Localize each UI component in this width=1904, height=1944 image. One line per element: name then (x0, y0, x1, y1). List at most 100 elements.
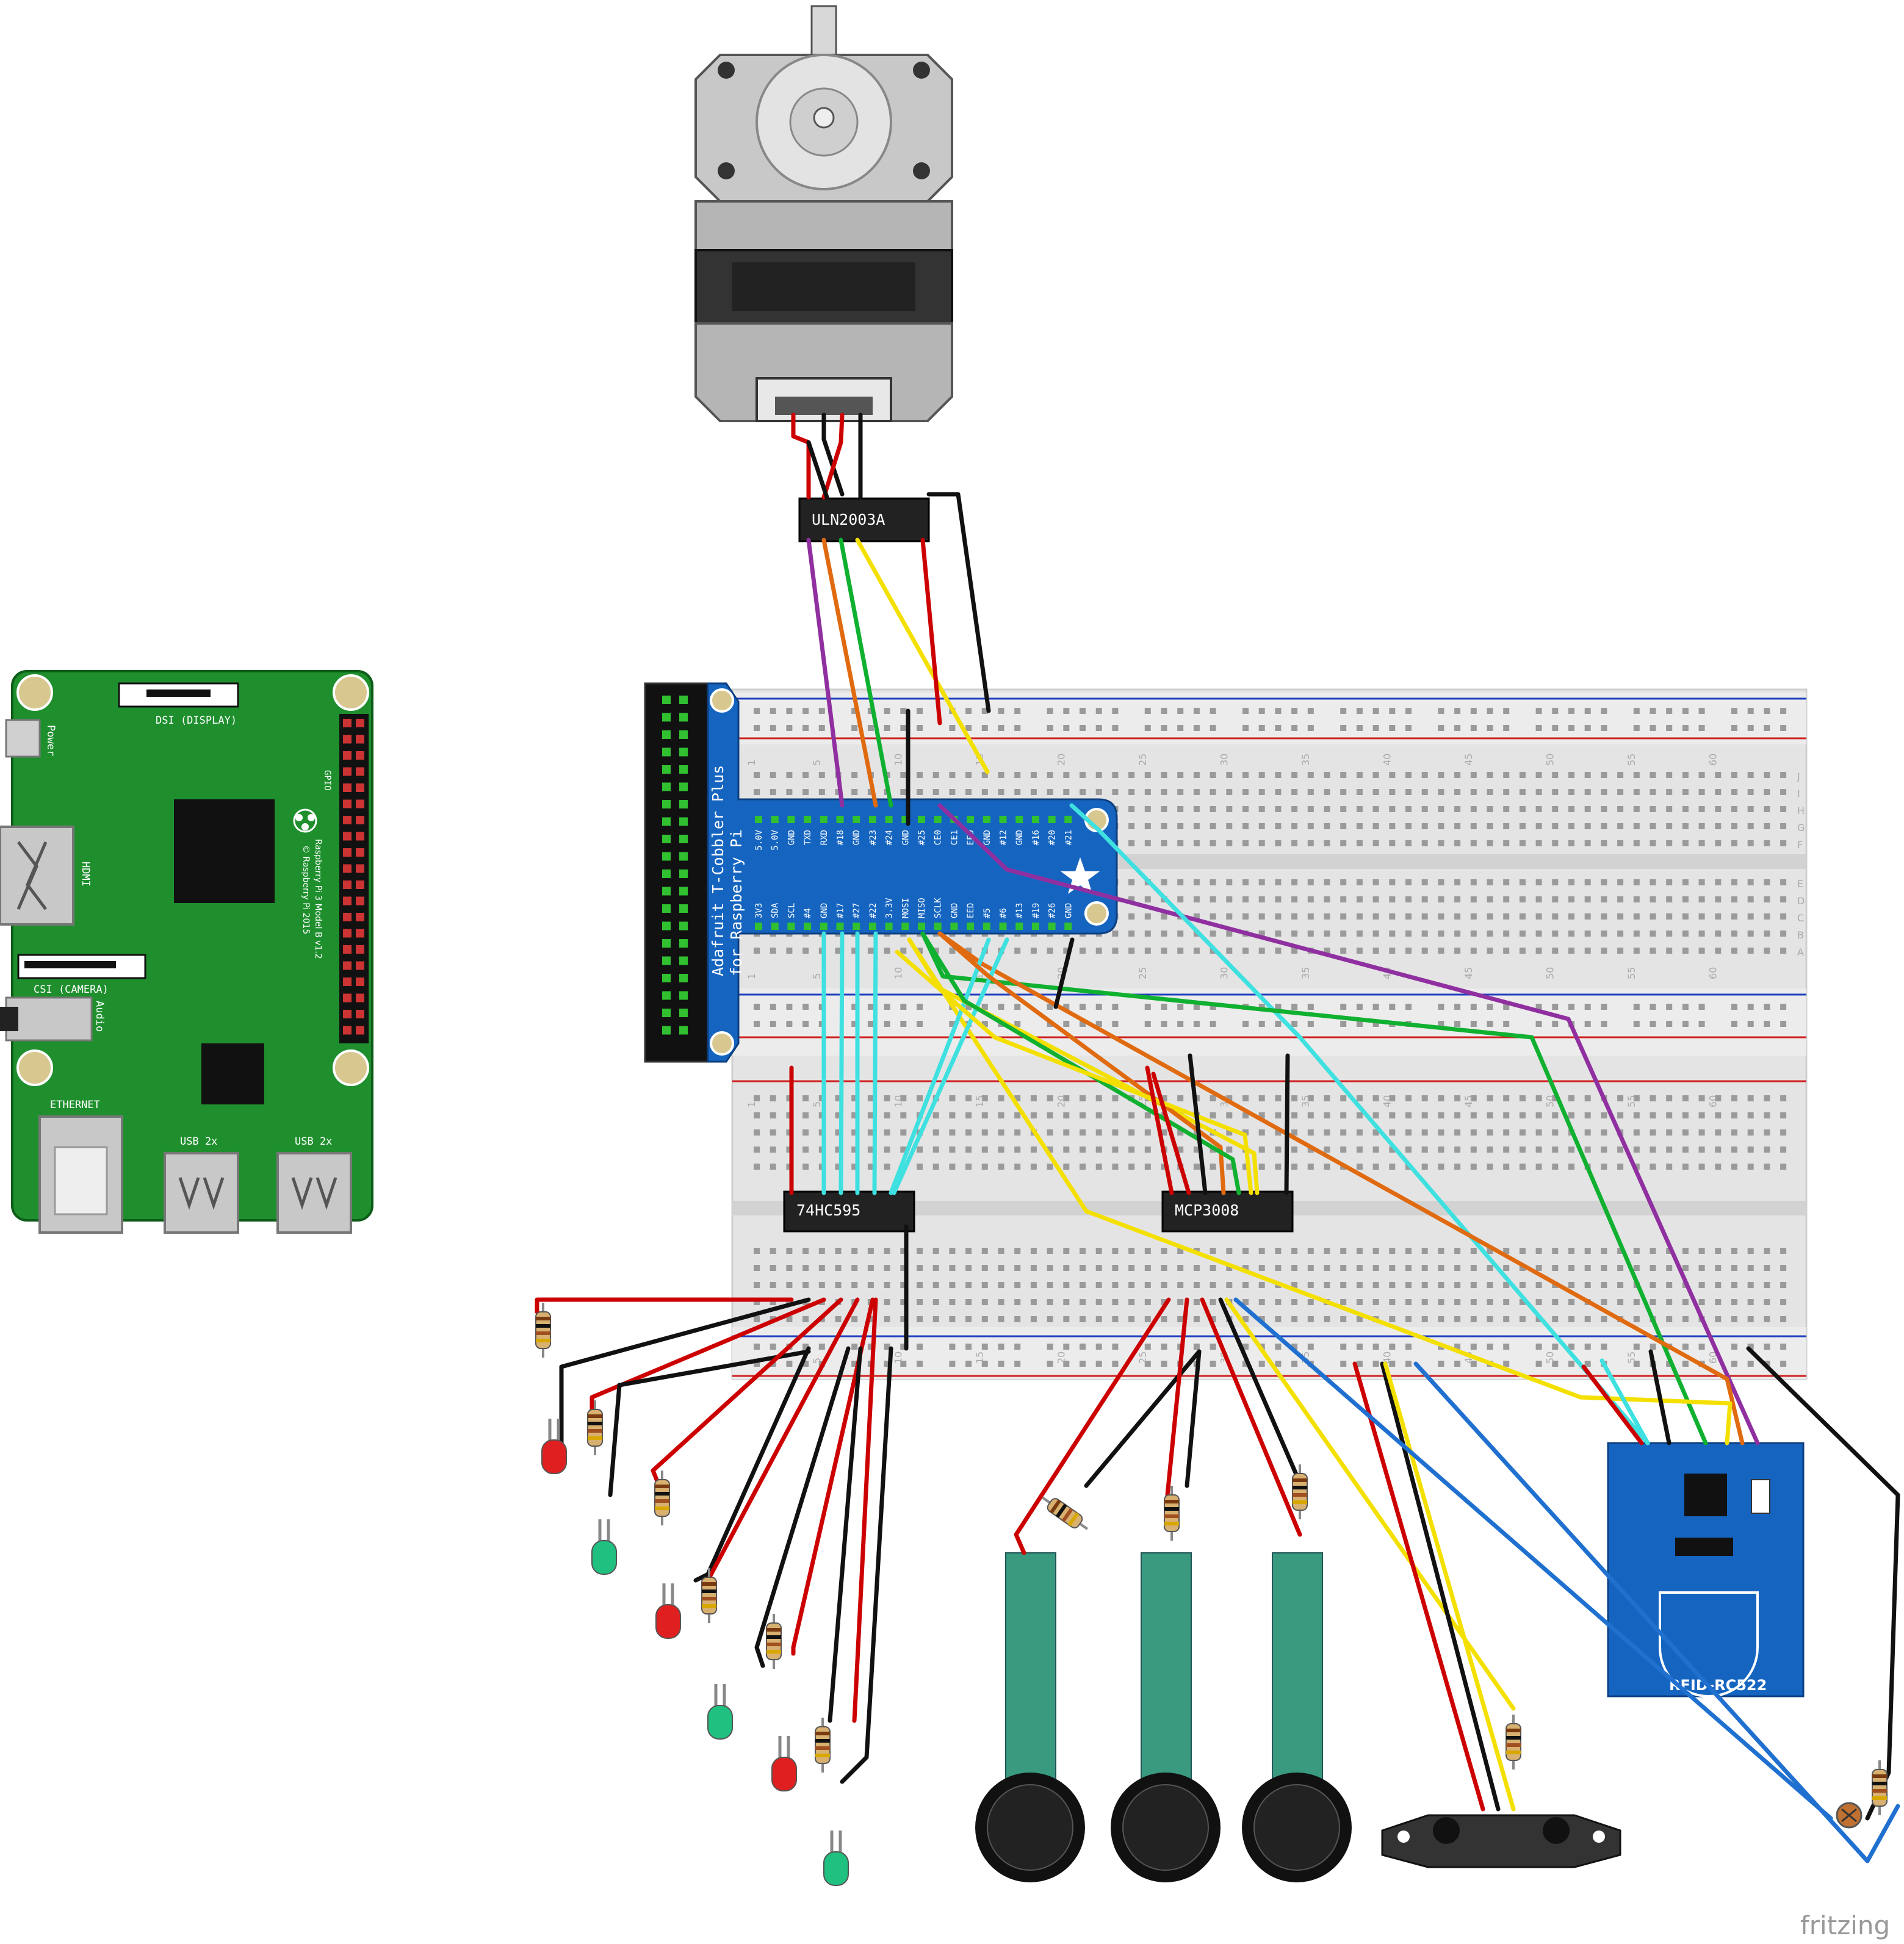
wire (1185, 1349, 1202, 1488)
wire (840, 1346, 893, 1784)
cobbler-pin-label: #5 (983, 908, 992, 918)
t-cobbler-plus: Adafruit T-Cobbler Plus for Raspberry Pi… (644, 682, 1118, 1063)
wire (1383, 1361, 1516, 1812)
pi-copyright-label: © Raspberry Pi 2015 (301, 845, 311, 934)
wire (838, 538, 893, 808)
breadboard-column-number: 45 (1463, 754, 1474, 766)
cobbler-pin-label: SCLK (934, 898, 943, 918)
breadboard-column-number: 25 (1137, 967, 1149, 979)
resistor (815, 1718, 831, 1773)
breadboard-column-number: 55 (1626, 967, 1637, 979)
cobbler-pin-label: GND (901, 830, 911, 845)
cobbler-pin-label: #13 (1015, 903, 1025, 918)
breadboard-column-number: 45 (1463, 1095, 1474, 1107)
wire (590, 1297, 826, 1415)
cobbler-pin-label: #21 (1064, 830, 1073, 845)
cobbler-pin-label: #23 (868, 830, 878, 845)
led (541, 1439, 567, 1474)
breadboard-column-number: 5 (811, 973, 823, 979)
breadboard-column-number: 1 (746, 973, 757, 979)
wire (872, 931, 878, 1195)
breadboard-row-letter: D (1797, 895, 1805, 907)
74hc595-chip: 74HC595 (783, 1190, 915, 1233)
cobbler-pin-label: #18 (836, 830, 846, 845)
cobbler-pin-label: GND (852, 830, 862, 845)
breadboard-row-letter: I (1797, 788, 1800, 799)
cobbler-pin-label: GND (983, 830, 992, 845)
wire (1218, 1297, 1302, 1485)
wire (852, 1297, 878, 1723)
cobbler-pin-label: TXD (803, 830, 813, 845)
wire (535, 1297, 794, 1314)
raspberry-pi-board: Power DSI (DISPLAY) HDMI CSI (CAMERA) Au… (0, 670, 373, 1234)
pi-ethernet-label: ETHERNET (50, 1099, 100, 1111)
cobbler-pin-label: 3V3 (754, 903, 764, 918)
resistor (1041, 1496, 1089, 1530)
resistor (701, 1568, 717, 1623)
cobbler-pin-label: #19 (1031, 903, 1041, 918)
ir-distance-sensor (1381, 1814, 1621, 1868)
wire (1648, 1349, 1671, 1445)
breadboard-column-number: 40 (1381, 754, 1393, 766)
cobbler-pin-label: 3.3V (885, 898, 895, 918)
wire (559, 1297, 811, 1449)
wire (754, 1346, 851, 1668)
force-sensor-1 (975, 1552, 1085, 1882)
breadboard-column-number: 55 (1626, 1352, 1637, 1364)
pi-power-label: Power (45, 725, 57, 756)
cobbler-pin-label: EED (966, 903, 976, 918)
breadboard-row-letter: B (1797, 929, 1804, 941)
breadboard-column-number: 10 (892, 967, 904, 979)
pi-model-label: Raspberry Pi 3 Model B v1.2 (313, 839, 323, 959)
cobbler-pin-label: #4 (803, 908, 813, 918)
breadboard-column-number: 10 (892, 1095, 904, 1107)
leds (541, 1419, 849, 1886)
breadboard-column-number: 15 (974, 1095, 986, 1107)
wire (920, 931, 1708, 1445)
breadboard-column-number: 20 (1055, 1095, 1067, 1107)
wire (937, 931, 1226, 1195)
wire (920, 538, 942, 725)
mcp3008-label: MCP3008 (1175, 1201, 1239, 1219)
cobbler-pin-label: RXD (820, 830, 829, 845)
wire (926, 492, 991, 713)
wire (791, 1297, 875, 1656)
breadboard-column-number: 30 (1218, 754, 1230, 766)
breadboard-column-number: 55 (1626, 1095, 1637, 1107)
breadboard-column-number: 1 (746, 760, 757, 766)
breadboard-column-number: 50 (1544, 1095, 1556, 1107)
cobbler-pin-label: SCL (787, 903, 796, 918)
pi-usb-right-label: USB 2x (295, 1136, 332, 1148)
cobbler-pin-label: GND (1064, 903, 1073, 918)
uln2003a-label: ULN2003A (812, 511, 885, 528)
cobbler-pin-label: GND (820, 903, 829, 918)
cobbler-pin-label: SDA (771, 902, 781, 918)
wire (1188, 1053, 1208, 1195)
resistor (1506, 1715, 1521, 1769)
resistor (654, 1471, 670, 1525)
wire (1233, 1297, 1833, 1821)
breadboard-column-number: 40 (1381, 1095, 1393, 1107)
photoresistor (1836, 1802, 1863, 1829)
pi-audio-label: Audio (93, 1001, 106, 1032)
breadboard-column-number: 1 (746, 1101, 757, 1107)
breadboard-column-number: 15 (974, 1352, 986, 1364)
cobbler-pin-label: #26 (1048, 903, 1058, 918)
wire (1145, 1065, 1174, 1195)
wire (892, 937, 1009, 1195)
wire (1581, 1364, 1644, 1445)
breadboard-column-number: 25 (1137, 1352, 1149, 1364)
led (707, 1705, 733, 1740)
force-sensors (975, 1552, 1352, 1882)
wire (828, 1346, 863, 1723)
breadboard-column-number: 35 (1300, 967, 1311, 979)
wire (937, 803, 1760, 1445)
wire (937, 931, 1745, 1445)
resistor (587, 1400, 603, 1455)
pi-csi-label: CSI (CAMERA) (34, 984, 109, 996)
cobbler-pin-label: #24 (885, 830, 895, 845)
breadboard-column-number: 50 (1544, 1352, 1556, 1364)
resistor (1292, 1464, 1308, 1519)
wire (806, 538, 845, 808)
wire (838, 931, 845, 1195)
